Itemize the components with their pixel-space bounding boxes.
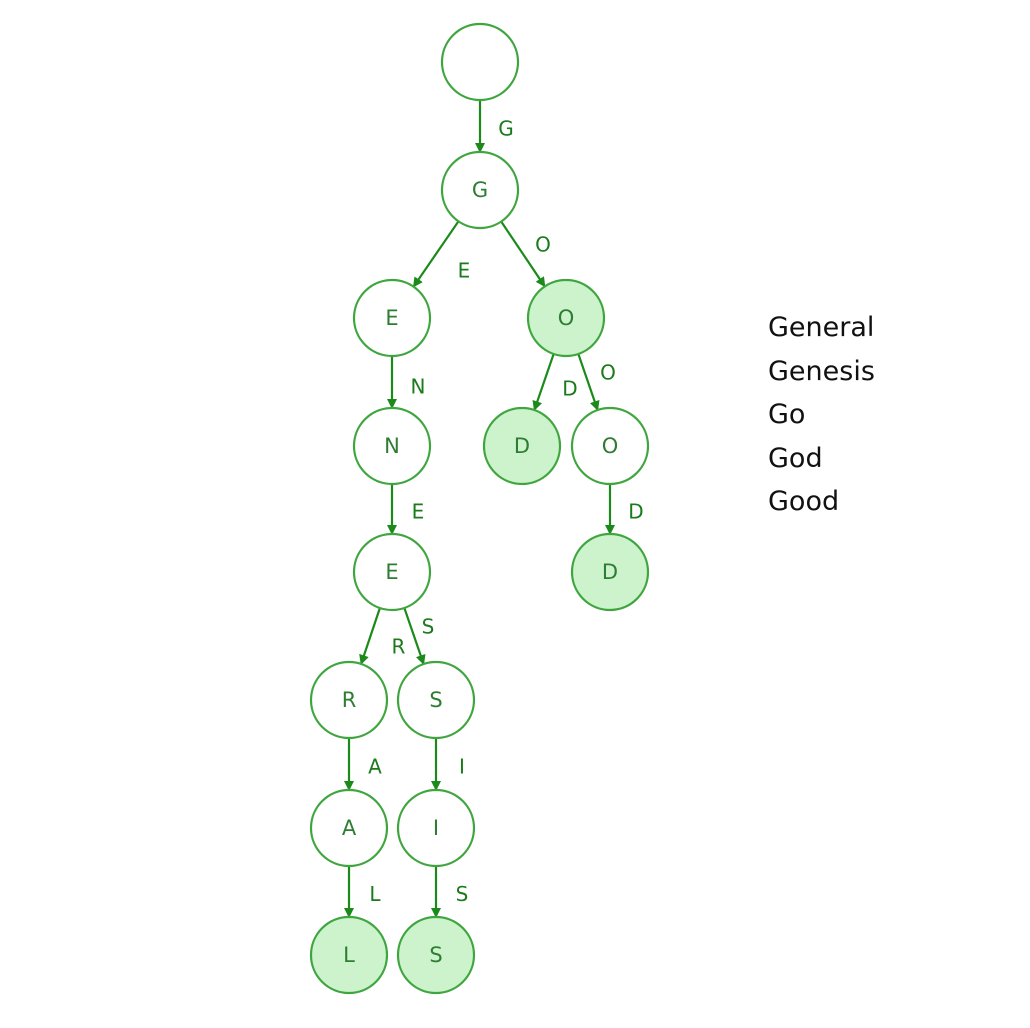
word-list: General Genesis Go God Good xyxy=(768,306,875,524)
trie-node-root xyxy=(440,22,520,102)
trie-node-label: A xyxy=(342,816,357,840)
trie-node-label: L xyxy=(343,943,355,967)
trie-node-ge: E xyxy=(352,278,432,358)
node-circle xyxy=(440,22,520,102)
word-item: General xyxy=(768,312,875,343)
trie-node-genes: S xyxy=(396,660,476,740)
terminal-node-circle xyxy=(396,915,476,995)
trie-node-gener: R xyxy=(309,660,389,740)
trie-edge-label: G xyxy=(498,117,514,141)
trie-edge-label: O xyxy=(600,361,616,385)
trie-node-label: D xyxy=(602,560,618,584)
trie-edge-label: R xyxy=(392,635,406,659)
trie-edge-label: I xyxy=(459,755,465,779)
trie-node-label: G xyxy=(472,178,488,202)
trie-node-goo: O xyxy=(570,406,650,486)
word-item: Good xyxy=(768,486,840,517)
trie-node-label: I xyxy=(433,816,439,840)
trie-node-label: R xyxy=(342,688,357,712)
trie-edge-label: O xyxy=(535,233,551,257)
trie-node-label: S xyxy=(429,688,442,712)
word-item: Go xyxy=(768,399,806,430)
trie-node-gen: N xyxy=(352,406,432,486)
trie-node-general: L xyxy=(309,915,389,995)
node-circle xyxy=(309,788,389,868)
trie-node-g: G xyxy=(440,150,520,230)
trie-node-genera: A xyxy=(309,788,389,868)
node-circle xyxy=(309,660,389,740)
trie-edge-go-god xyxy=(532,353,555,412)
trie-edge-label: E xyxy=(412,500,425,524)
trie-edge-label: E xyxy=(458,259,471,283)
trie-edge-gene-gener xyxy=(359,607,381,665)
node-circle xyxy=(352,406,432,486)
trie-node-go: O xyxy=(526,278,606,358)
trie-edge-label: L xyxy=(369,882,381,906)
trie-edge-label: N xyxy=(411,375,426,399)
trie-edge-g-go xyxy=(500,220,546,288)
trie-node-gene: E xyxy=(352,532,432,612)
terminal-node-circle xyxy=(482,406,562,486)
trie-node-genesis: S xyxy=(396,915,476,995)
trie-edge-label: D xyxy=(562,377,577,401)
node-circle xyxy=(570,406,650,486)
trie-edge-label: A xyxy=(368,755,382,779)
terminal-node-circle xyxy=(570,532,650,612)
node-circle xyxy=(396,660,476,740)
trie-edge-label: S xyxy=(456,882,469,906)
terminal-node-circle xyxy=(309,915,389,995)
node-circle xyxy=(396,788,476,868)
word-item: Genesis xyxy=(768,355,875,387)
node-circle xyxy=(352,278,432,358)
trie-edge-label: S xyxy=(422,615,435,639)
trie-node-god: D xyxy=(482,406,562,486)
node-circle xyxy=(440,150,520,230)
trie-node-good: D xyxy=(570,532,650,612)
trie-node-label: D xyxy=(514,434,530,458)
trie-node-label: O xyxy=(558,306,575,330)
trie-node-label: O xyxy=(602,434,619,458)
trie-node-label: E xyxy=(385,560,398,584)
trie-edge-g-ge xyxy=(412,220,460,288)
node-circle xyxy=(352,532,432,612)
trie-edge-gene-genes xyxy=(403,607,426,666)
terminal-node-circle xyxy=(526,278,606,358)
trie-edge-go-goo xyxy=(577,353,600,412)
trie-node-label: N xyxy=(384,434,400,458)
word-item: God xyxy=(768,442,823,474)
trie-edge-label: D xyxy=(628,500,643,524)
trie-node-label: E xyxy=(385,306,398,330)
trie-node-label: S xyxy=(429,943,442,967)
trie-node-genesi: I xyxy=(396,788,476,868)
